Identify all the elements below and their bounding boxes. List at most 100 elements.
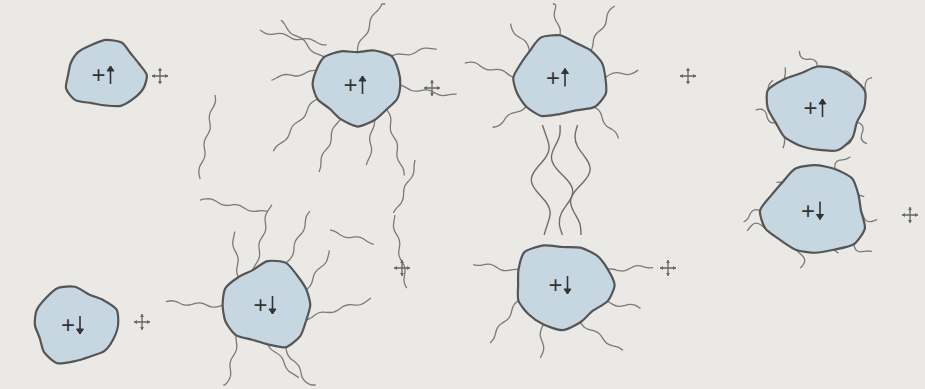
spin-arrow-head	[359, 76, 366, 81]
ion-arrowheads	[152, 68, 168, 84]
ion-symbol	[134, 314, 150, 330]
particle: +	[505, 235, 620, 335]
particle: +	[755, 158, 875, 263]
spin-arrow-head	[562, 69, 569, 74]
particle-body	[513, 35, 606, 116]
particle-outline	[215, 255, 320, 355]
polymer-chain	[608, 266, 654, 271]
ion-arrowheads	[394, 260, 410, 276]
polymer-chain	[591, 6, 615, 51]
polymer-chain	[386, 110, 404, 176]
particle-outline	[25, 280, 125, 370]
particle-body	[518, 245, 615, 330]
charge-sign: +	[343, 73, 357, 97]
polymer-chain	[854, 244, 872, 252]
particle-body	[767, 66, 866, 150]
ion-arrowheads	[680, 68, 696, 84]
particle-body	[66, 40, 147, 106]
ion-cross	[660, 260, 676, 276]
particle: +	[25, 280, 125, 370]
polymer-chain	[392, 48, 437, 56]
polymer-chain	[268, 344, 299, 377]
bridging-chain	[531, 125, 550, 235]
charge-sign: +	[546, 66, 560, 90]
polymer-chain	[224, 335, 237, 385]
ion-symbol	[152, 68, 168, 84]
charge-sign: +	[803, 96, 817, 120]
charge-sign: +	[801, 199, 815, 223]
ion-cross	[152, 68, 168, 84]
polymer-chain	[330, 230, 374, 244]
polymer-chain	[783, 137, 785, 149]
ion-symbol	[660, 260, 676, 276]
polymer-chain	[273, 99, 317, 151]
spin-arrow-head	[107, 66, 114, 71]
charge-sign: +	[253, 293, 267, 317]
ion-cross	[902, 207, 918, 223]
polymer-chain	[608, 301, 641, 308]
charge-sign: +	[61, 313, 75, 337]
polymer-chain	[784, 67, 785, 79]
polymer-chain	[835, 157, 851, 169]
ion-cross	[134, 314, 150, 330]
particle-body	[313, 50, 401, 126]
particle-outline	[755, 158, 875, 263]
polymer-chain	[286, 347, 316, 385]
particle-body	[760, 165, 865, 253]
spin-arrow-head	[564, 289, 571, 294]
ion-cross	[680, 68, 696, 84]
ion-arrowheads	[424, 80, 440, 96]
particle-body	[223, 261, 311, 348]
polymer-chain	[865, 78, 872, 91]
particle-outline	[58, 35, 153, 115]
ion-symbol	[680, 68, 696, 84]
polymer-chain	[605, 70, 638, 77]
polymer-chain	[857, 122, 867, 144]
polymer-chain	[473, 264, 518, 271]
ion-symbol	[902, 207, 918, 223]
polymer-chain	[511, 24, 530, 52]
particle-body	[35, 286, 118, 363]
particle: +	[305, 40, 410, 130]
polymer-chain	[400, 85, 456, 96]
particle-outline	[760, 58, 875, 158]
ion-symbol	[424, 80, 440, 96]
polymer-chain	[490, 301, 518, 343]
polymer-chain	[540, 325, 544, 358]
ion-arrowheads	[902, 207, 918, 223]
ion-arrowheads	[660, 260, 676, 276]
polymer-chain	[199, 95, 216, 179]
particle-outline	[305, 40, 410, 130]
polymer-chain	[319, 119, 341, 172]
polymer-chain	[465, 62, 514, 77]
particle: +	[760, 58, 875, 158]
spin-arrow-head	[817, 215, 824, 220]
polymer-chain	[393, 160, 415, 213]
particle: +	[505, 30, 615, 125]
polymer-chain	[260, 30, 327, 45]
bridging-chain	[551, 125, 572, 235]
particle: +	[58, 35, 153, 115]
spin-arrow-head	[77, 329, 84, 334]
polymer-chain	[200, 199, 267, 212]
ion-cross	[394, 260, 410, 276]
polymer-chain	[393, 215, 406, 288]
polymer-chain	[306, 250, 329, 289]
ion-cross	[424, 80, 440, 96]
bridging-chain	[571, 125, 591, 235]
spin-arrow-head	[269, 309, 276, 314]
polymer-chain	[799, 51, 817, 67]
ion-symbol	[394, 260, 410, 276]
polymer-chain	[358, 4, 386, 52]
polymer-chain	[580, 322, 623, 350]
polymer-chain	[553, 4, 561, 35]
polymer-chain	[493, 106, 527, 127]
polymer-chain	[166, 301, 223, 307]
polymer-chain	[595, 107, 619, 138]
polymer-chain	[744, 210, 760, 222]
particle: +	[215, 255, 320, 355]
particle-outline	[505, 235, 620, 335]
charge-sign: +	[91, 63, 105, 87]
